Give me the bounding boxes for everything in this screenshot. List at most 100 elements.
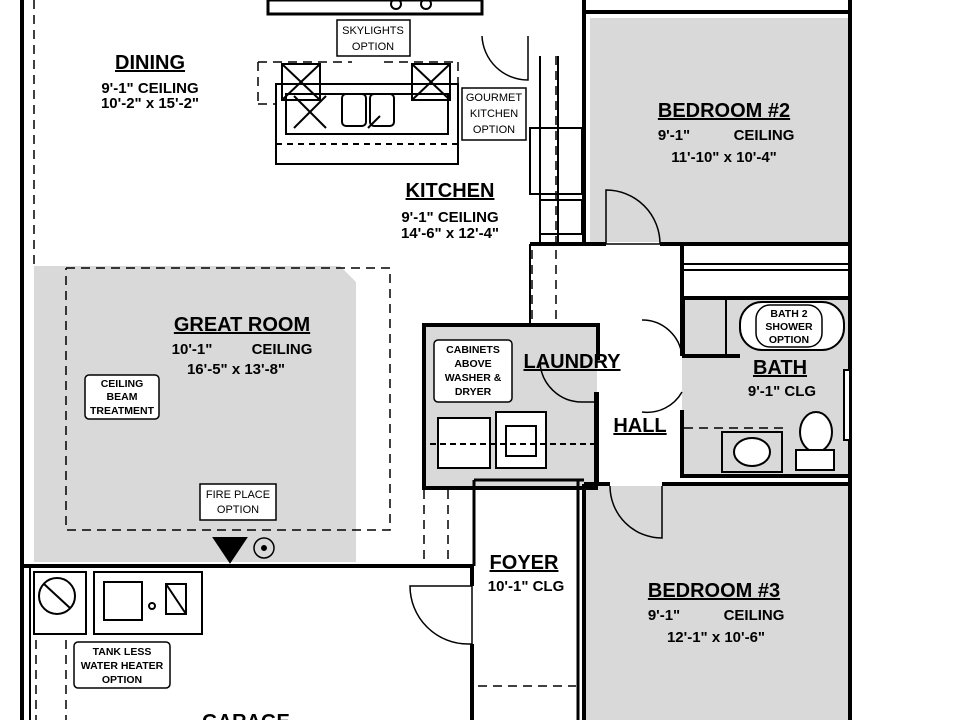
cabinets-option-box [433, 339, 513, 403]
sink-right [369, 93, 395, 127]
water-heater-line [43, 583, 71, 609]
utility-tub [103, 581, 143, 621]
bath2-option-box [755, 304, 823, 348]
skylight-box-1 [281, 63, 321, 101]
kitchen-ceiling: 9'-1" CEILING [401, 209, 498, 226]
option-tag-labels: SKYLIGHTS OPTION GOURMET KITCHEN OPTION … [81, 25, 813, 686]
vanity [721, 431, 783, 473]
kitchen-top-counter [266, 0, 484, 16]
dining-name: DINING [115, 52, 185, 74]
great-room-ceiling-a: 10'-1" [172, 341, 213, 358]
gourmet-line-1: GOURMET [466, 92, 523, 104]
great-room-size: 16'-5" x 13'-8" [187, 361, 285, 378]
dining-size: 10'-2" x 15'-2" [101, 95, 199, 112]
island-inner [285, 93, 449, 135]
pantry-door-swing [481, 35, 529, 81]
option-tag-boxes [73, 19, 823, 689]
dryer [495, 411, 547, 469]
utility-panel-slash [165, 583, 187, 615]
cabinets-line-3: WASHER & [445, 372, 502, 384]
bath2-line-3: OPTION [769, 334, 809, 346]
cabinets-line-2: ABOVE [454, 358, 491, 370]
kitchen-island [275, 0, 459, 165]
skylights-line-1: SKYLIGHTS [342, 25, 404, 37]
bath-name: BATH [753, 357, 807, 379]
fireplace-line-2: OPTION [217, 504, 259, 516]
bedroom-2-fill [590, 18, 848, 242]
bath-linen-cabinet [683, 297, 727, 357]
skylight-x-1b [281, 63, 321, 101]
bath-door-swing [641, 319, 683, 357]
great-room-fill [34, 266, 356, 562]
bath-ceiling: 9'-1" CLG [748, 383, 816, 400]
range-burner-2 [420, 0, 432, 10]
range-burner-1 [390, 0, 402, 10]
ceiling-beam-line-1: CEILING [101, 378, 144, 390]
dryer-door [505, 425, 537, 457]
island-outline [275, 83, 459, 165]
utility-box [93, 571, 203, 635]
bedroom3-ceiling-a: 9'-1" [648, 607, 680, 624]
laundry-walls [422, 323, 600, 490]
dishwasher-x-b [293, 95, 327, 129]
fireplace-gas-key-dot [261, 545, 267, 551]
great-room-ceiling-outline [65, 267, 391, 531]
ceiling-beam-line-2: BEAM [107, 391, 138, 403]
ceiling-beam-box [84, 374, 160, 420]
refrigerator [539, 199, 583, 235]
bedroom2-door-swing [605, 189, 661, 245]
skylights-line-2: OPTION [352, 41, 394, 53]
toilet-tank [795, 449, 835, 471]
water-heater [38, 577, 76, 615]
sink-left [341, 93, 367, 127]
fireplace-option-box [199, 483, 277, 521]
bedroom3-door-swing [609, 485, 663, 539]
bedroom3-name: BEDROOM #3 [648, 580, 780, 602]
misc-symbols [33, 537, 275, 635]
dining-ceiling: 9'-1" CEILING [101, 80, 198, 97]
room-labels: DINING 9'-1" CEILING 10'-2" x 15'-2" KIT… [101, 52, 816, 720]
ceiling-beam-line-3: TREATMENT [90, 405, 155, 417]
bedroom2-ceiling-b: CEILING [734, 127, 795, 144]
bedroom3-ceiling-b: CEILING [724, 607, 785, 624]
vanity-sink [733, 437, 771, 467]
hall-door-swing [641, 391, 683, 414]
utility-panel [165, 583, 187, 615]
kitchen-size: 14'-6" x 12'-4" [401, 225, 499, 242]
bath2-line-2: SHOWER [765, 321, 813, 333]
gourmet-line-3: OPTION [473, 124, 515, 136]
water-heater-box [33, 571, 87, 635]
gourmet-line-2: KITCHEN [470, 108, 518, 120]
skylight-box-2 [411, 63, 451, 101]
tankless-line-1: TANK LESS [93, 646, 152, 658]
kitchen-name: KITCHEN [406, 180, 495, 202]
fireplace-line-1: FIRE PLACE [206, 489, 270, 501]
bedroom2-size: 11'-10" x 10'-4" [671, 149, 777, 166]
bedroom3-size: 12'-1" x 10'-6" [667, 629, 765, 646]
bedroom2-name: BEDROOM #2 [658, 100, 790, 122]
utility-drain [148, 602, 156, 610]
laundry-appliances [430, 411, 594, 469]
great-room-name: GREAT ROOM [174, 314, 310, 336]
hall-name: HALL [613, 415, 666, 437]
garage-name: GARAGE [202, 711, 290, 720]
partition-lines [29, 56, 848, 720]
skylight-x-2b [411, 63, 451, 101]
toilet-bowl [799, 411, 833, 453]
tankless-line-2: WATER HEATER [81, 660, 164, 672]
skylights-option-box [336, 19, 411, 57]
cabinets-line-4: DRYER [455, 386, 492, 398]
doors [409, 35, 683, 645]
gourmet-option-box [461, 87, 527, 141]
bath-window [843, 369, 851, 441]
fireplace-gas-key-icon [253, 537, 275, 559]
bedroom2-ceiling-a: 9'-1" [658, 127, 690, 144]
laundry-name: LAUNDRY [523, 351, 621, 373]
cabinets-line-1: CABINETS [446, 344, 500, 356]
foyer-name: FOYER [490, 552, 559, 574]
fireplace-arrow-icon [212, 537, 248, 564]
tankless-line-3: OPTION [102, 674, 142, 686]
foyer-ceiling: 10'-1" CLG [488, 578, 565, 595]
garage-door-swing [409, 585, 473, 645]
